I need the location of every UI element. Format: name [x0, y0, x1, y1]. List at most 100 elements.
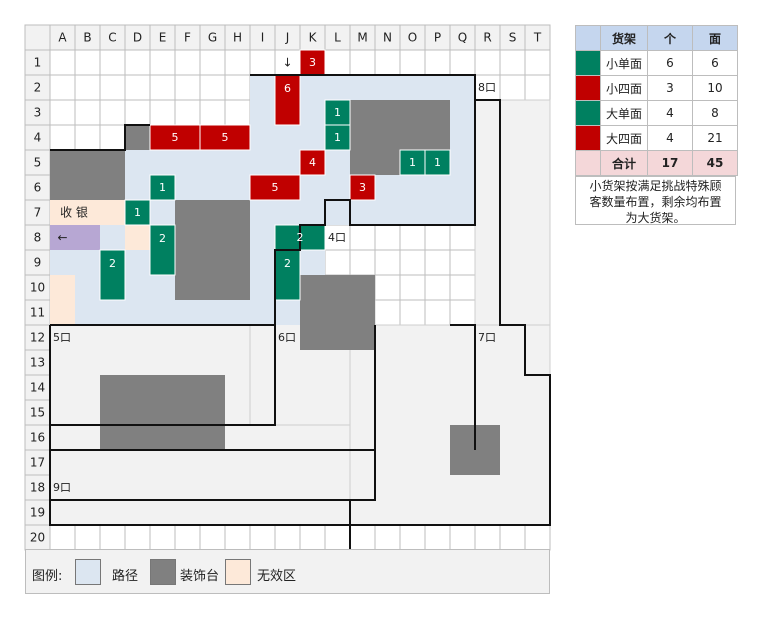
total-name: 合计 [600, 150, 648, 176]
grid-cell [199, 74, 226, 101]
grid-cell [474, 524, 501, 551]
column-label: J [285, 31, 290, 45]
grid-cell [349, 249, 376, 276]
shelf-number: 2 [284, 257, 291, 270]
grid-cell [524, 524, 551, 551]
shelf-number: 2 [159, 232, 166, 245]
grid-cell [49, 74, 76, 101]
grid-cell [324, 49, 351, 76]
row-count: 3 [647, 75, 693, 101]
entry-arrow-icon: ↓ [282, 56, 292, 70]
row-name: 大单面 [600, 100, 648, 126]
grid-cell [299, 524, 326, 551]
grid-cell [99, 49, 126, 76]
grid-cell [99, 524, 126, 551]
grid-cell [24, 124, 51, 151]
column-label: C [108, 31, 116, 45]
row-label: 1 [34, 56, 42, 70]
row-label: 10 [30, 281, 45, 295]
room-label: 9口 [53, 481, 71, 494]
row-faces: 8 [692, 100, 738, 126]
grid-cell [24, 274, 51, 301]
row-label: 15 [30, 406, 45, 420]
row-faces: 6 [692, 50, 738, 76]
grid-cell [424, 299, 451, 326]
shelf-green [99, 249, 126, 301]
grid-cell [199, 99, 226, 126]
shelf-red [199, 124, 251, 151]
header-shelf: 货架 [600, 25, 648, 51]
grid-cell [74, 49, 101, 76]
grid-cell [74, 99, 101, 126]
shelf-red [249, 174, 301, 201]
grid-cell [99, 99, 126, 126]
grid-cell [424, 249, 451, 276]
grid-cell [349, 524, 376, 551]
grid-cell [424, 24, 451, 51]
grid-cell [149, 99, 176, 126]
decoration-table [175, 200, 250, 300]
grid-cell [424, 274, 451, 301]
column-label: L [334, 31, 341, 45]
column-label: G [208, 31, 217, 45]
grid-cell [449, 224, 476, 251]
grid-cell [374, 299, 401, 326]
wall [50, 124, 150, 151]
grid-cell [524, 74, 551, 101]
table-row: 小单面 6 6 [575, 50, 738, 76]
room-area [474, 99, 551, 326]
grid-cell [474, 49, 501, 76]
column-label: A [58, 31, 67, 45]
grid-cell [349, 24, 376, 51]
row-faces: 10 [692, 75, 738, 101]
grid-cell [324, 249, 351, 276]
grid-cell [24, 49, 51, 76]
grid-cell [474, 74, 501, 101]
grid-cell [399, 249, 426, 276]
grid-cell [399, 49, 426, 76]
grid-cell [524, 49, 551, 76]
row-swatch [575, 75, 601, 101]
grid-cell [199, 49, 226, 76]
shelf-green [149, 224, 176, 276]
row-swatch [575, 125, 601, 151]
column-label: B [83, 31, 91, 45]
room-label: 4口 [328, 231, 346, 244]
grid-cell [374, 274, 401, 301]
column-label: D [133, 31, 142, 45]
shelf-number: 2 [109, 257, 116, 270]
grid-cell [499, 24, 526, 51]
grid-cell [74, 74, 101, 101]
grid-cell [24, 24, 51, 51]
wall [50, 325, 376, 501]
column-label: I [261, 31, 265, 45]
grid-cell [349, 49, 376, 76]
row-label: 5 [34, 156, 42, 170]
row-label: 11 [30, 306, 45, 320]
wall [450, 324, 476, 450]
row-label: 9 [34, 256, 42, 270]
cashier-label: 收 银 [60, 206, 88, 220]
column-label: R [483, 31, 491, 45]
wall [250, 74, 476, 325]
grid-cell [274, 524, 301, 551]
invalid-zone [50, 200, 125, 225]
grid-cell [24, 299, 51, 326]
column-label: O [408, 31, 417, 45]
grid-cell [524, 24, 551, 51]
grid-cell [49, 99, 76, 126]
grid-cell [399, 524, 426, 551]
shelf-number: 5 [172, 131, 179, 144]
total-swatch [575, 150, 601, 176]
cashier-counter [50, 225, 100, 250]
row-label: 14 [30, 381, 45, 395]
grid-cell [374, 524, 401, 551]
legend-swatch-path [75, 559, 101, 585]
grid-cell [99, 74, 126, 101]
decoration-table [300, 275, 375, 350]
room-label: 5口 [53, 331, 71, 344]
grid-cell [449, 299, 476, 326]
grid-cell [124, 49, 151, 76]
grid-cell [24, 199, 51, 226]
grid-cell [199, 24, 226, 51]
